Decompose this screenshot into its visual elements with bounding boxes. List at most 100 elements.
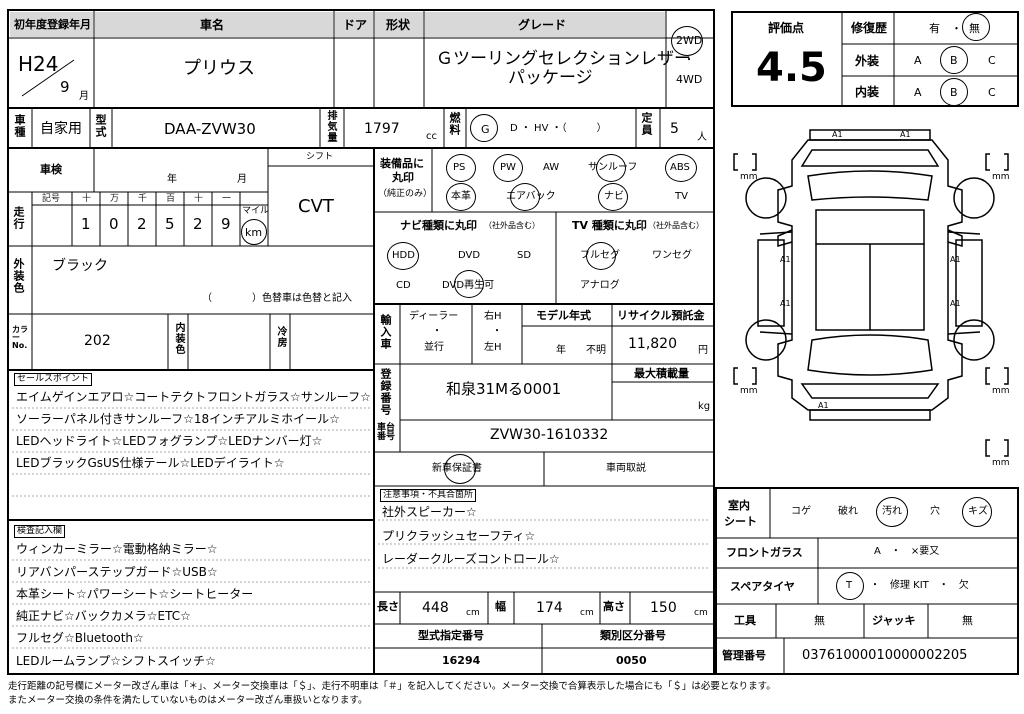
inspector-line: リアバンパーステップガード☆USB☆: [16, 565, 218, 579]
damage-a1: A1: [818, 401, 829, 410]
mileage-digit: 2: [137, 215, 147, 233]
recycle-yen: 円: [698, 345, 708, 356]
circle-mark-stain: [876, 497, 908, 527]
mm-label: mm: [740, 386, 758, 396]
seat-label: シート: [724, 515, 757, 528]
circle-mark-navi: [598, 183, 628, 211]
equipment-label: 装備品に: [380, 157, 424, 170]
capacity-unit: 人: [697, 132, 707, 143]
circle-mark-spare: [836, 572, 864, 600]
sales-label: セールスポイント: [14, 373, 93, 386]
chassis-value: ZVW30-1610332: [490, 427, 609, 443]
mileage-label: 走行: [12, 206, 25, 230]
usage-value: 自家用: [40, 121, 82, 137]
max-load-unit: kg: [698, 401, 711, 412]
equip-tv: TV: [675, 191, 688, 202]
navi-sd: SD: [517, 250, 532, 261]
inspector-label: 検査記入欄: [14, 525, 66, 538]
color-no-label: カラーNo.: [12, 325, 28, 350]
class-no-label: 類別区分番号: [600, 629, 666, 642]
model-year-unit: 年: [556, 345, 566, 356]
seat-hole: 穴: [930, 506, 940, 517]
model-year-unknown: 不明: [586, 345, 606, 356]
grade-label: グレード: [518, 18, 567, 32]
manual-label: 車両取説: [606, 463, 646, 474]
mgmt-value: 03761000010000002205: [802, 648, 968, 663]
circle-mark-exterior: [940, 46, 968, 74]
recycle-label: リサイクル預託金: [617, 309, 705, 322]
reg-month-unit: 月: [79, 91, 89, 102]
header-bg: [425, 12, 665, 37]
disp-value: 1797: [364, 121, 400, 137]
mileage-digit: 0: [109, 215, 119, 233]
disp-unit: cc: [426, 131, 437, 142]
mgmt-label: 管理番号: [722, 649, 766, 662]
grade-line2: パッケージ: [508, 68, 593, 88]
mileage-digit: 5: [165, 215, 175, 233]
reg-era: H24: [18, 52, 59, 76]
model-year-label: モデル年式: [536, 309, 591, 322]
header-bg: [95, 12, 333, 37]
circle-mark-airbag: [510, 183, 540, 211]
tv-oneseg: ワンセグ: [652, 250, 692, 261]
damage-a1: A1: [780, 299, 791, 308]
tools-value: 無: [814, 614, 825, 627]
car-diagram: [733, 129, 1009, 457]
import-parallel: 並行: [424, 342, 444, 353]
int-a: A: [914, 86, 922, 99]
circle-mark-repair: [962, 13, 990, 41]
height-label: 高さ: [603, 600, 625, 613]
drive-4wd: 4WD: [676, 73, 703, 86]
fuel-label: 燃料: [448, 112, 461, 136]
import-label: 輸入車: [379, 314, 392, 350]
circle-mark-fuel: [470, 114, 498, 142]
interior-label: 内装: [855, 85, 880, 99]
class-no-value: 0050: [616, 654, 647, 667]
damage-a1: A1: [900, 130, 911, 139]
inspection-month-unit: 月: [237, 174, 247, 185]
circle-mark-interior: [940, 78, 968, 106]
digit-head: 万: [110, 194, 120, 204]
cooler-label: 冷房: [275, 326, 286, 348]
car-name-label: 車名: [200, 18, 225, 32]
import-dealer: ディーラー: [409, 311, 459, 322]
inspector-line: 純正ナビ☆バックカメラ☆ETC☆: [16, 609, 191, 623]
glass-value: A ・ ×要又: [874, 546, 940, 557]
damage-a1: A1: [950, 299, 961, 308]
mm-label: mm: [740, 172, 758, 182]
import-dot2: ・: [492, 326, 502, 337]
capacity-value: 5: [670, 121, 679, 137]
reg-month: 9: [60, 78, 70, 96]
jack-label: ジャッキ: [872, 614, 916, 627]
header-bg: [335, 12, 373, 37]
glass-label: フロントガラス: [726, 546, 803, 559]
seat-burn: コゲ: [791, 506, 811, 517]
mileage-digit: 9: [221, 215, 231, 233]
damage-a1: A1: [780, 255, 791, 264]
damage-a1: A1: [950, 255, 961, 264]
sales-line: ソーラーパネル付きサンルーフ☆18インチアルミホイール☆: [16, 412, 340, 426]
circle-mark-sunroof: [596, 154, 626, 182]
inspection-label: 車検: [40, 163, 62, 176]
spare-label: スペアタイヤ: [730, 580, 795, 593]
circle-mark-leather: [446, 183, 476, 211]
footer-note: またメーター交換の条件を満たしていないものはメーター改ざん車扱いとなります。: [8, 695, 368, 706]
color-change-note: （ ）色替車は色替と記入: [202, 293, 352, 304]
int-c: C: [988, 86, 996, 99]
color-no-value: 202: [84, 333, 111, 349]
max-load-label: 最大積載量: [634, 367, 689, 380]
digit-head: 百: [166, 194, 176, 204]
shift-label: シフト: [306, 152, 334, 162]
score-value: 4.5: [756, 45, 827, 91]
tv-type-label: TV 種類に丸印: [572, 219, 647, 232]
length-label: 長さ: [377, 600, 399, 613]
drive-dot: ・: [684, 55, 694, 66]
import-dot: ・: [432, 326, 442, 337]
mile-label: マイル: [242, 206, 270, 216]
recycle-value: 11,820: [628, 336, 677, 352]
mileage-digit: 2: [193, 215, 203, 233]
circle-mark-2wd: [671, 26, 703, 56]
digit-head: 十: [194, 194, 204, 204]
tv-type-sub: （社外品含む）: [648, 221, 704, 230]
